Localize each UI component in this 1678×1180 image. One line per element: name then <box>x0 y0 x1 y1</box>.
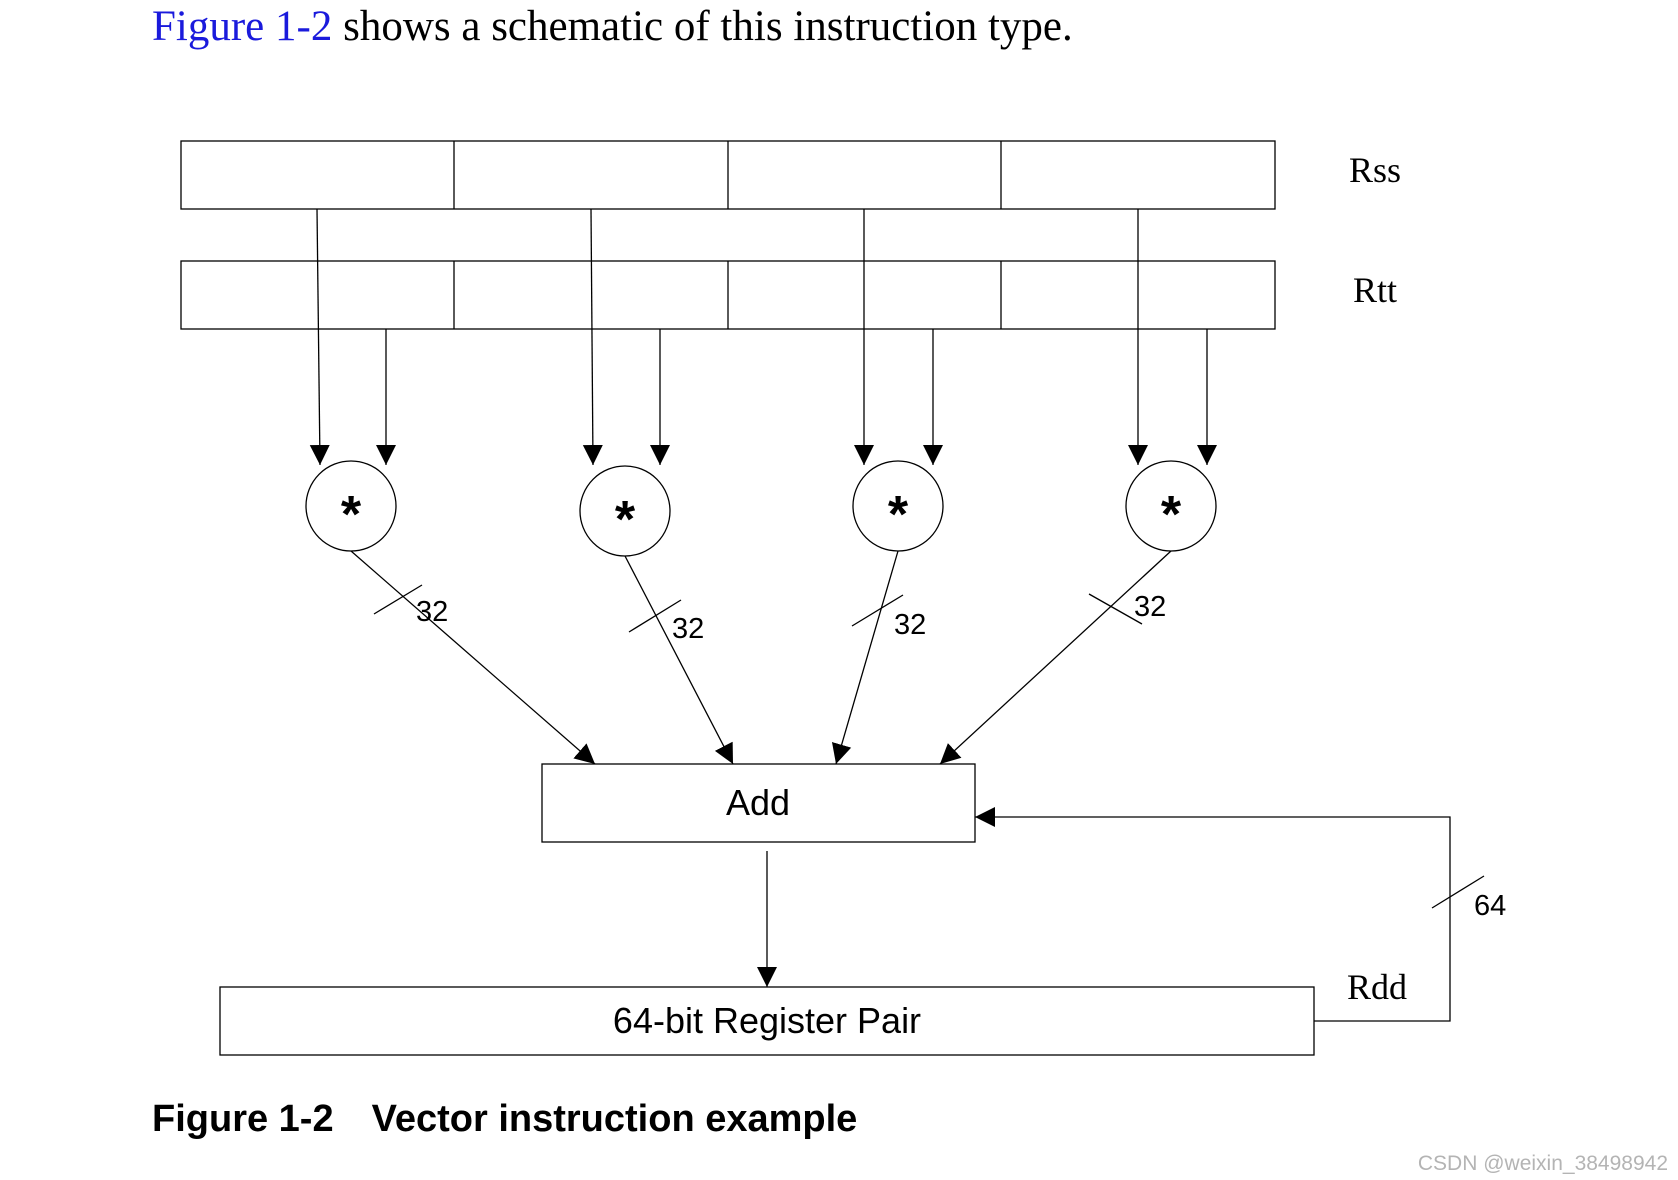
feedback-width-label: 64 <box>1474 890 1506 922</box>
multiplier-symbol: * <box>1161 486 1182 544</box>
rss-label: Rss <box>1349 150 1401 190</box>
multiplier-symbol: * <box>341 486 362 544</box>
product-arrow <box>624 555 734 765</box>
adder-box <box>541 763 976 843</box>
product-arrow <box>350 550 596 765</box>
rdd-label: Rdd <box>1347 967 1407 1007</box>
intro-text: shows a schematic of this instruction ty… <box>332 3 1073 50</box>
bus-width-label: 32 <box>1134 591 1166 623</box>
intro-sentence: Figure 1-2 shows a schematic of this ins… <box>152 2 1073 51</box>
bus-width-label: 32 <box>416 596 448 628</box>
watermark: CSDN @weixin_38498942 <box>1417 1152 1668 1175</box>
rtt-label: Rtt <box>1353 270 1397 310</box>
bus-width-slash <box>1088 593 1143 625</box>
bus-width-slash <box>628 599 682 633</box>
figure-reference-link[interactable]: Figure 1-2 <box>152 3 333 50</box>
bus-width-slash <box>1431 875 1485 909</box>
figure-caption: Figure 1-2 Vector instruction example <box>152 1098 857 1141</box>
caption-number: Figure 1-2 <box>152 1098 334 1140</box>
bus-width-slash <box>851 594 904 627</box>
multiplier-symbol: * <box>888 486 909 544</box>
rss-lane-arrow <box>582 208 603 466</box>
register-pair-label: 64-bit Register Pair <box>613 1000 921 1041</box>
bus-width-slash <box>373 584 423 615</box>
adder-label: Add <box>726 782 790 823</box>
bus-width-label: 32 <box>894 609 926 641</box>
feedback-path <box>975 807 1451 1022</box>
rss-lane-arrow <box>309 208 330 466</box>
multiplier-symbol: * <box>615 491 636 549</box>
product-arrow <box>939 550 1172 765</box>
product-arrow <box>831 550 899 765</box>
caption-title: Vector instruction example <box>371 1098 858 1140</box>
bus-width-label: 32 <box>672 613 704 645</box>
